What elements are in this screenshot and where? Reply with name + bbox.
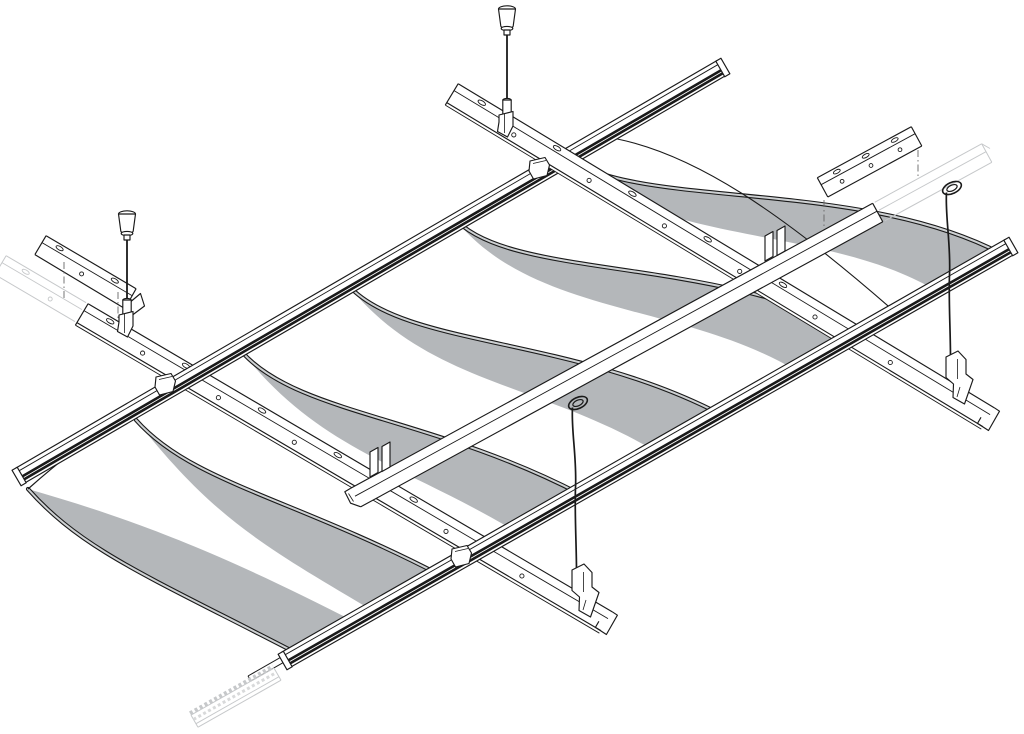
curved-panel-6 xyxy=(25,371,357,658)
tube-channel-clip-2 xyxy=(764,225,786,262)
tube-splice-connector xyxy=(816,126,923,229)
tube-channel-clip-1 xyxy=(369,441,391,478)
panel-retaining-hook-2 xyxy=(567,395,600,618)
hanger-assembly-2 xyxy=(496,5,517,138)
carrying-channel-ghost xyxy=(0,255,87,323)
curved-panel-4 xyxy=(239,349,583,531)
curved-panel-3 xyxy=(345,282,723,451)
curved-panel-5 xyxy=(133,417,443,612)
rail-splice-ghost xyxy=(189,664,282,728)
rail-channel-clip-3 xyxy=(450,544,473,568)
leveling-tube xyxy=(344,202,884,508)
leveling-tube-ghost xyxy=(874,143,993,222)
hanger-assembly-1 xyxy=(116,210,137,338)
rail-channel-clip-2 xyxy=(154,372,177,396)
rail-channel-clip-1 xyxy=(528,156,551,180)
panel-retaining-hook-1 xyxy=(941,180,974,405)
